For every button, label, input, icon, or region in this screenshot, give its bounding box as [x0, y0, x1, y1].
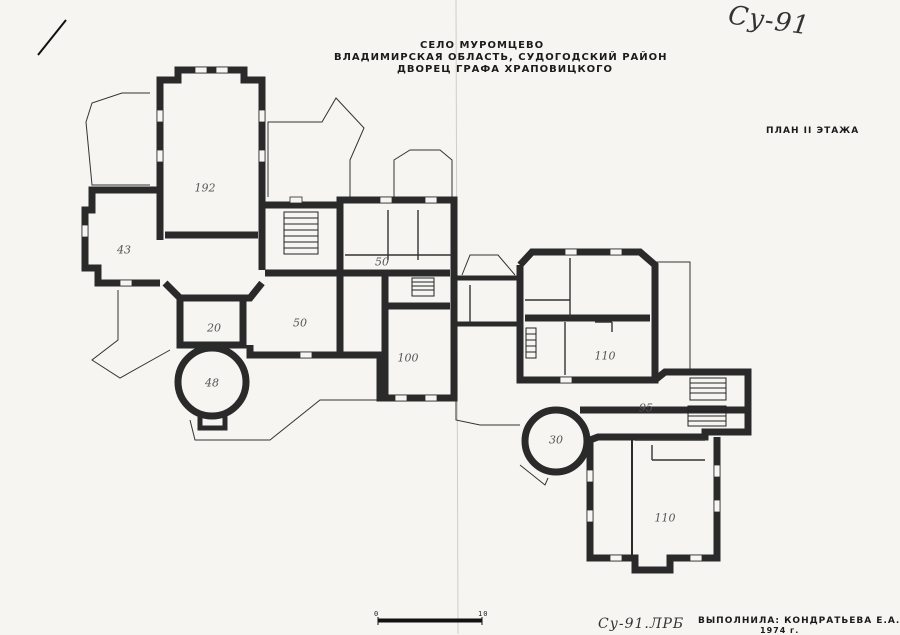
- round-towers: [174, 344, 591, 476]
- pen-stroke-mark: [37, 19, 67, 56]
- drawing-year: 1974 г.: [760, 626, 800, 635]
- footer-reference: Су-91.ЛРБ: [598, 616, 685, 632]
- title-line-3: ДВОРЕЦ ГРАФА ХРАПОВИЦКОГО: [397, 64, 613, 75]
- room-area-center: 50: [293, 316, 307, 330]
- plan-label: ПЛАН II ЭТАЖА: [766, 126, 860, 136]
- room-area-small: 20: [207, 321, 221, 335]
- author-credit: ВЫПОЛНИЛА: КОНДРАТЬЕВА Е.А.: [698, 616, 900, 626]
- room-area-east: 110: [594, 349, 616, 363]
- room-area-east-tower: 30: [549, 433, 563, 447]
- title-line-1: СЕЛО МУРОМЦЕВО: [420, 40, 545, 51]
- room-area-west-tower: 48: [205, 376, 219, 390]
- scale-bar: [377, 617, 483, 625]
- window-openings: [81, 66, 721, 562]
- partitions: [345, 210, 705, 461]
- scale-start-label: 0: [374, 610, 380, 618]
- building-walls: [81, 66, 752, 574]
- room-area-west: 43: [117, 243, 131, 257]
- room-area-east-center: 100: [397, 351, 419, 365]
- room-area-stair-hall: 50: [375, 255, 389, 269]
- room-area-corridor: 95: [639, 401, 653, 415]
- room-area-hall: 192: [194, 181, 216, 195]
- tower-annex: [197, 412, 228, 431]
- staircases: [283, 211, 727, 427]
- room-area-south: 110: [654, 511, 676, 525]
- scale-end-label: 10: [478, 610, 489, 618]
- title-line-2: ВЛАДИМИРСКАЯ ОБЛАСТЬ, СУДОГОДСКИЙ РАЙОН: [334, 52, 668, 63]
